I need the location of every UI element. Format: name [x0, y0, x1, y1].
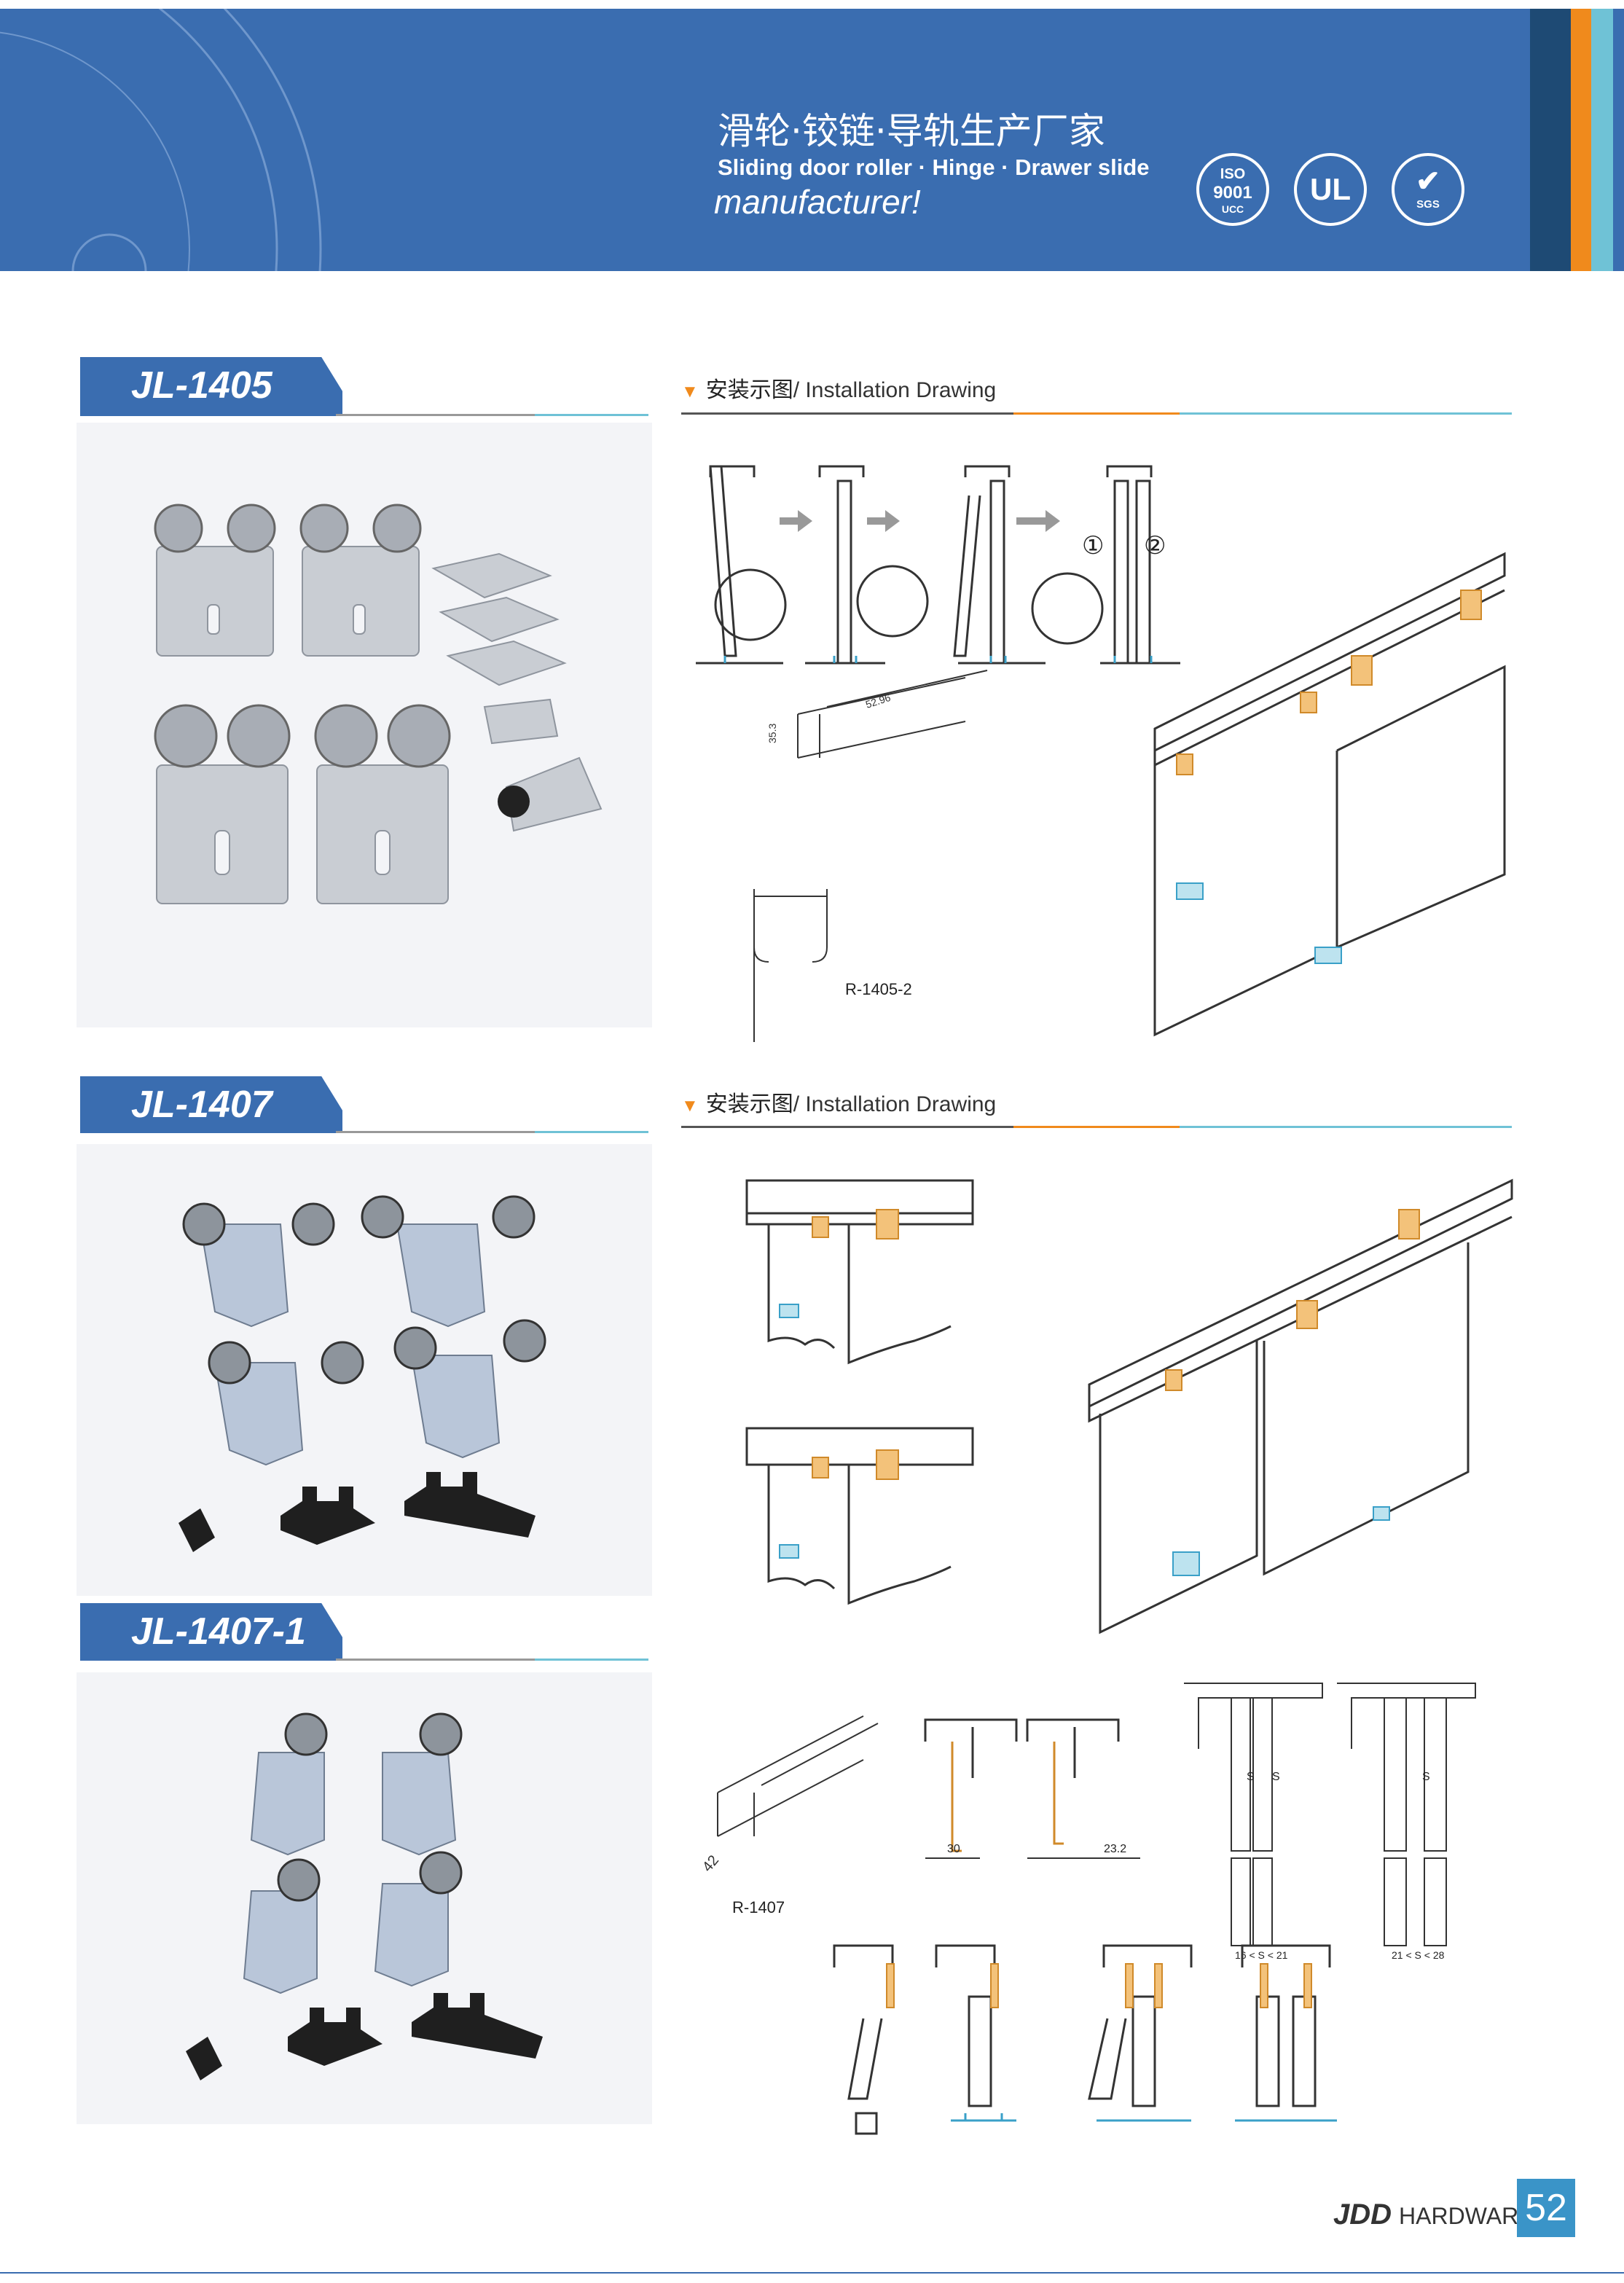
product-tag-jl-1407: JL-1407 [80, 1076, 342, 1133]
svg-text:21 < S < 28: 21 < S < 28 [1392, 1949, 1445, 1961]
svg-text:S: S [1422, 1771, 1430, 1783]
svg-text:32: 32 [681, 1784, 685, 1800]
product-photo-jl-1407-1 [77, 1672, 652, 2124]
tag-underline [80, 1659, 648, 1661]
page-number: 52 [1517, 2179, 1575, 2237]
bottom-rule [0, 2272, 1624, 2274]
brand-name: HARDWARE [1399, 2203, 1534, 2229]
triangle-down-icon: ▼ [681, 1096, 699, 1116]
tag-underline [80, 414, 648, 416]
installation-drawing-jl-1407: 32 42 R-1407 30 23.2 S S S 16 < S < 21 2… [681, 1178, 1513, 2135]
iso-badge-icon: ISO 9001 UCC [1196, 153, 1269, 226]
install-heading-1: ▼安装示图/ Installation Drawing [681, 377, 997, 403]
svg-text:R-1405-2: R-1405-2 [845, 980, 912, 998]
product-photo-jl-1405 [77, 423, 652, 1027]
installation-drawing-jl-1405: ① ② 35.3 52.96 R-1405-2 [696, 465, 1506, 1042]
svg-text:30: 30 [947, 1843, 960, 1855]
decorative-circles [0, 9, 322, 271]
footer-brand: JDD HARDWARE [1333, 2198, 1534, 2231]
header-title-en2: manufacturer! [714, 183, 921, 221]
product-photo-jl-1407 [77, 1144, 652, 1596]
ul-badge-icon: UL [1294, 153, 1367, 226]
roller-hardware-photo [154, 504, 603, 904]
install-heading-2: ▼安装示图/ Installation Drawing [681, 1092, 997, 1117]
brand-logo: JDD [1333, 2198, 1392, 2231]
triangle-down-icon: ▼ [681, 382, 699, 402]
tag-underline [80, 1131, 648, 1133]
roller-bracket-photo [179, 1195, 546, 1552]
svg-text:①: ① [1082, 532, 1104, 560]
product-tag-jl-1405: JL-1405 [80, 357, 342, 414]
svg-text:23.2: 23.2 [1104, 1843, 1126, 1855]
sgs-badge-icon: ✔ SGS [1392, 153, 1464, 226]
svg-text:R-1407: R-1407 [732, 1898, 785, 1916]
header-title-cn: 滑轮·铰链·导轨生产厂家 [718, 110, 1105, 152]
header-banner [0, 9, 1624, 271]
svg-text:16 < S < 21: 16 < S < 21 [1235, 1949, 1288, 1961]
svg-text:S: S [1247, 1771, 1255, 1783]
svg-text:52.96: 52.96 [864, 692, 892, 710]
svg-text:②: ② [1144, 532, 1166, 560]
svg-text:S: S [1272, 1771, 1280, 1783]
product-tag-jl-1407-1: JL-1407-1 [80, 1603, 342, 1660]
svg-text:35.3: 35.3 [766, 724, 778, 743]
install-heading-underline [681, 1126, 1512, 1128]
single-roller-bracket-photo [186, 1712, 543, 2080]
install-heading-underline [681, 412, 1512, 415]
svg-text:42: 42 [699, 1852, 722, 1875]
header-title-en: Sliding door roller · Hinge · Drawer sli… [718, 154, 1150, 180]
